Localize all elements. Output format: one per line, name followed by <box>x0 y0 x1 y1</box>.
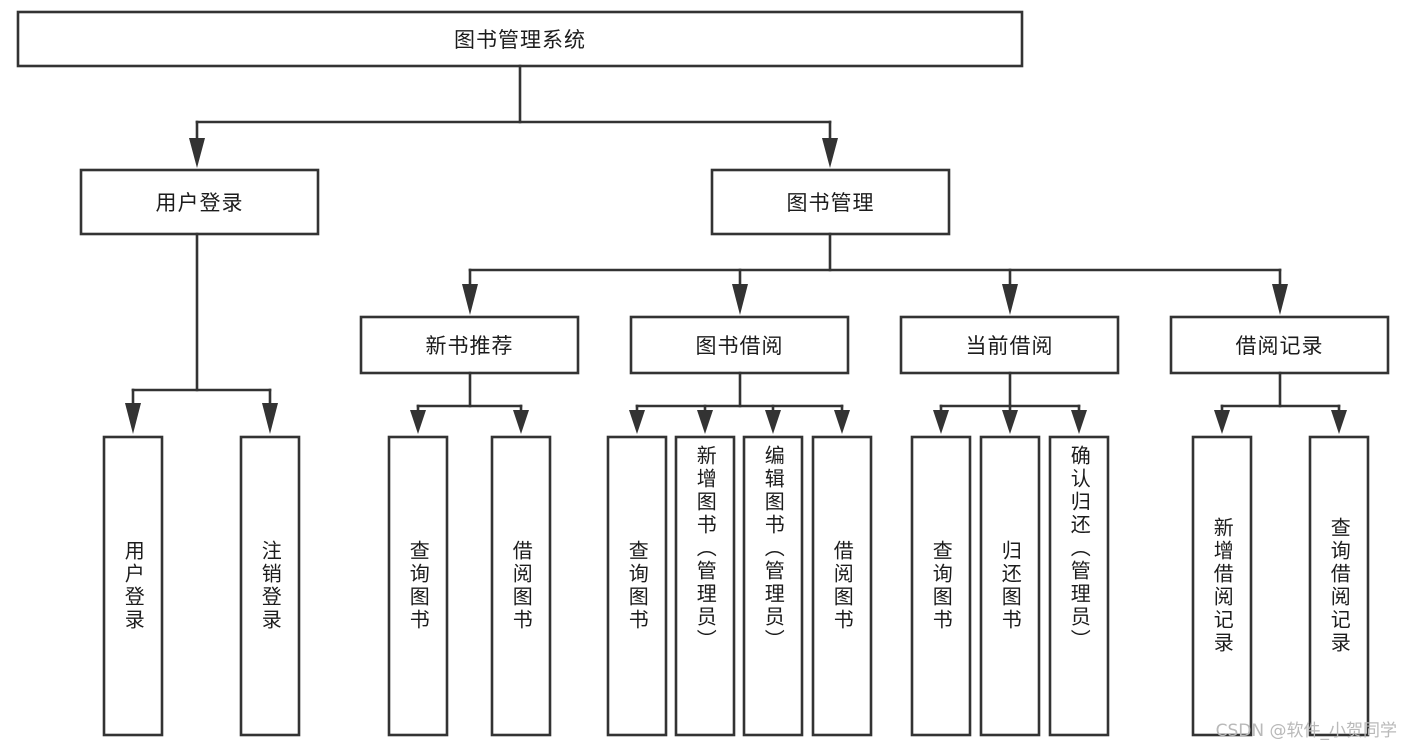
arrow-head-icon-leaf7 <box>765 410 781 434</box>
node-borrow-box[interactable] <box>629 315 850 375</box>
arrow-head-icon-leaf1 <box>125 403 141 434</box>
node-login-box[interactable] <box>79 168 320 236</box>
arrow-head-icon-login <box>189 138 205 168</box>
node-root-box[interactable] <box>16 10 1024 68</box>
node-leaf9-box[interactable] <box>910 435 972 737</box>
node-records-box[interactable] <box>1169 315 1390 375</box>
arrow-head-icon-newbook <box>462 284 478 315</box>
arrow-head-icon-records <box>1272 284 1288 315</box>
arrow-head-icon-leaf10 <box>1002 410 1018 434</box>
node-leaf7-box[interactable] <box>742 435 804 737</box>
node-leaf11-box[interactable] <box>1048 435 1110 737</box>
node-bookmgmt-box[interactable] <box>710 168 951 236</box>
node-leaf4-box[interactable] <box>490 435 552 737</box>
arrow-head-icon-leaf5 <box>629 410 645 434</box>
arrow-head-icon-leaf11 <box>1071 410 1087 434</box>
node-leaf12-box[interactable] <box>1191 435 1253 737</box>
arrow-head-icon-borrow <box>732 284 748 315</box>
arrow-head-icon-leaf3 <box>410 410 426 434</box>
node-leaf6-box[interactable] <box>674 435 736 737</box>
node-leaf8-box[interactable] <box>811 435 873 737</box>
node-leaf2-box[interactable] <box>239 435 301 737</box>
arrow-head-icon-leaf13 <box>1331 410 1347 434</box>
arrow-head-icon-current <box>1002 284 1018 315</box>
arrow-head-icon-leaf9 <box>933 410 949 434</box>
node-leaf13-box[interactable] <box>1308 435 1370 737</box>
node-current-box[interactable] <box>899 315 1120 375</box>
node-newbook-box[interactable] <box>359 315 580 375</box>
node-leaf1-box[interactable] <box>102 435 164 737</box>
node-leaf3-box[interactable] <box>387 435 449 737</box>
arrow-head-icon-leaf2 <box>262 403 278 434</box>
node-leaf5-box[interactable] <box>606 435 668 737</box>
arrow-head-icon-leaf8 <box>834 410 850 434</box>
arrow-head-icon-leaf12 <box>1214 410 1230 434</box>
arrow-head-icon-leaf6 <box>697 410 713 434</box>
node-leaf10-box[interactable] <box>979 435 1041 737</box>
arrow-head-icon-bookmgmt <box>822 138 838 168</box>
arrow-head-icon-leaf4 <box>513 410 529 434</box>
